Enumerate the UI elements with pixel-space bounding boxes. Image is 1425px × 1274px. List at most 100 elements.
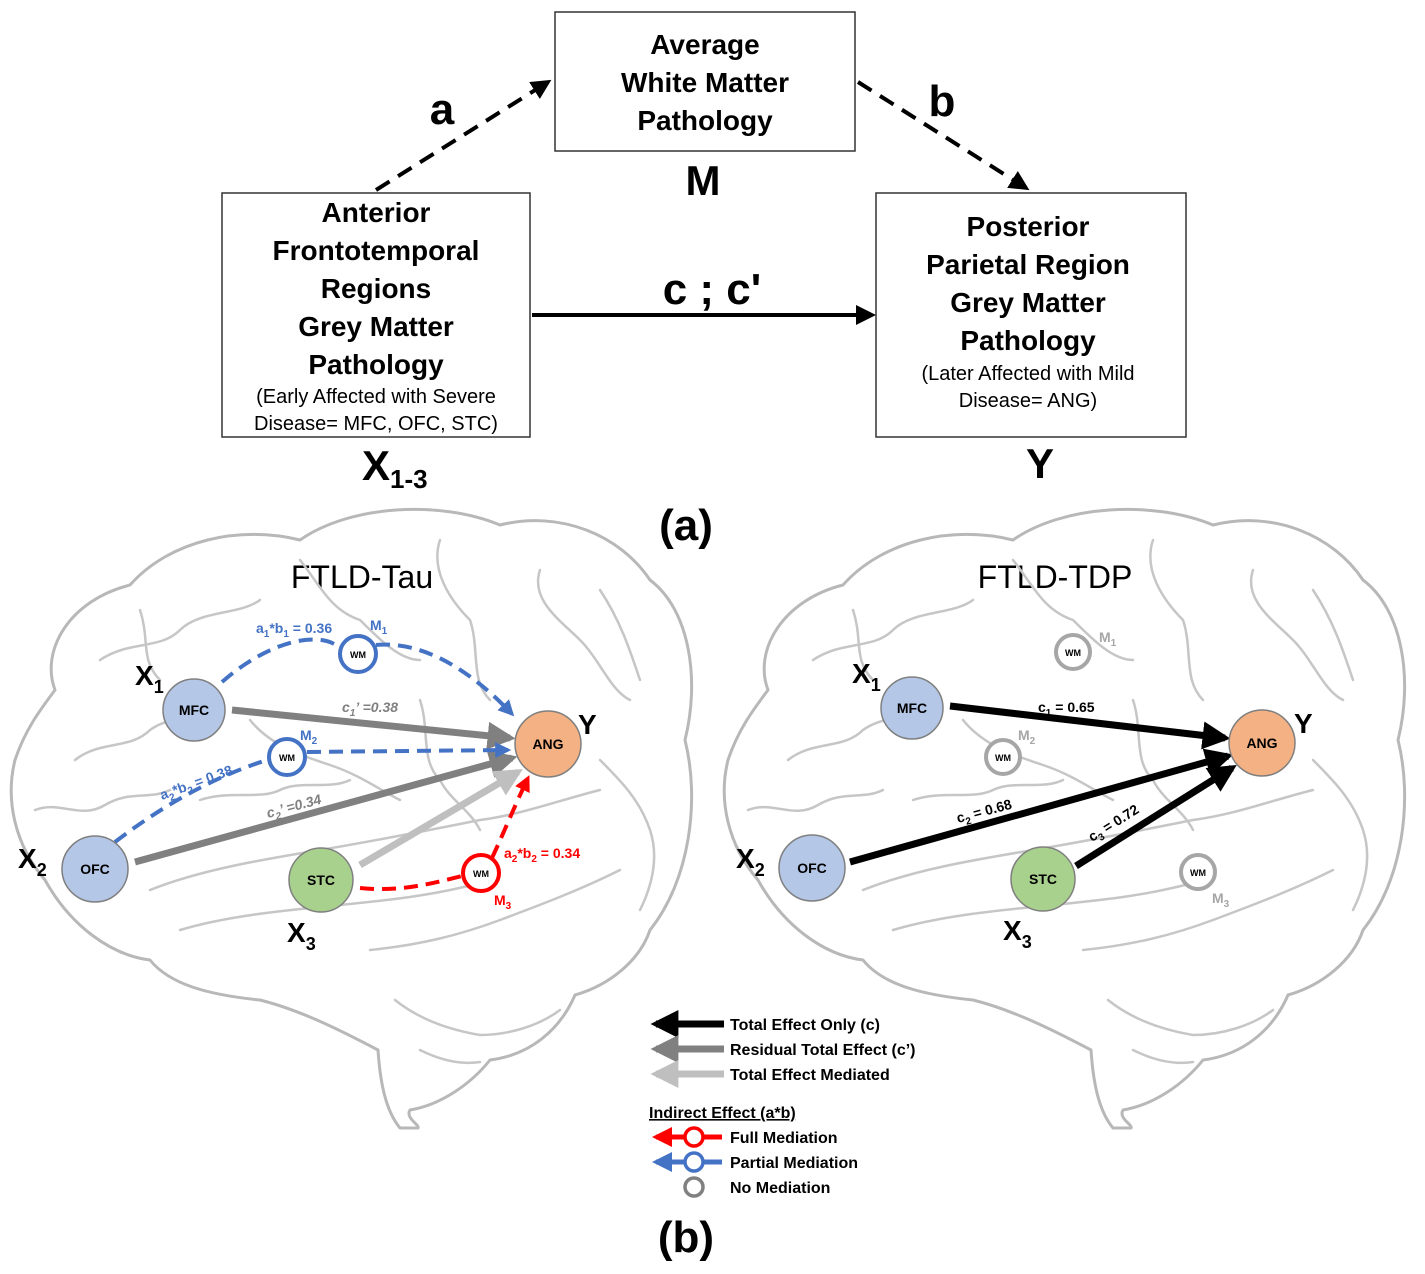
legend-total-only: Total Effect Only (c) bbox=[650, 1010, 880, 1038]
legend-full-mediation: Full Mediation bbox=[652, 1126, 838, 1148]
tau-b2-arrow bbox=[306, 742, 512, 759]
y-box-line-2: Parietal Region bbox=[926, 249, 1130, 280]
x-box bbox=[221, 192, 531, 438]
mediator-box bbox=[554, 11, 856, 152]
tdp-wm-m3: WM bbox=[1179, 853, 1217, 891]
svg-text:Total Effect Mediated: Total Effect Mediated bbox=[730, 1067, 890, 1084]
legend-no-mediation: No Mediation bbox=[683, 1176, 830, 1198]
y-box-sub-2: Disease= ANG) bbox=[959, 390, 1097, 412]
mediator-line-1: Average bbox=[650, 29, 759, 60]
y-var-label: Y bbox=[1026, 440, 1054, 487]
tdp-brain-outline bbox=[722, 507, 1407, 1130]
tdp-wm-m2: WM bbox=[984, 738, 1022, 776]
path-a-label: a bbox=[430, 85, 455, 134]
x-box-line-2: Frontotemporal bbox=[273, 235, 480, 266]
svg-text:ANG: ANG bbox=[532, 736, 563, 752]
path-b-arrow bbox=[856, 80, 1030, 191]
tdp-c2-arrow bbox=[849, 748, 1234, 866]
tau-a1-path bbox=[220, 637, 342, 684]
tdp-x3-label: X3 bbox=[1003, 915, 1032, 952]
x-box-line-3: Regions bbox=[321, 273, 431, 304]
tau-m1-label: M1 bbox=[370, 617, 388, 637]
tau-ab3-label: a2*b2 = 0.34 bbox=[504, 845, 580, 865]
tau-panel: FTLD-Tau WM WM WM M1 M2 M3 a1*b1 = bbox=[9, 507, 694, 1130]
path-c-label: c ; c' bbox=[663, 265, 762, 314]
mediator-line-3: Pathology bbox=[637, 105, 773, 136]
tau-a3-path bbox=[359, 874, 463, 892]
legend: Total Effect Only (c) Residual Total Eff… bbox=[649, 1010, 916, 1198]
tdp-c1-label: c1 = 0.65 bbox=[1038, 699, 1095, 719]
svg-text:WM: WM bbox=[350, 650, 366, 660]
tau-y-label: Y bbox=[578, 709, 597, 740]
tdp-x2-label: X2 bbox=[736, 843, 765, 880]
x-box-line-5: Pathology bbox=[308, 349, 444, 380]
legend-partial-mediation: Partial Mediation bbox=[652, 1151, 858, 1173]
tau-title: FTLD-Tau bbox=[291, 559, 433, 595]
tdp-m3-label: M3 bbox=[1212, 890, 1230, 910]
x-box-line-4: Grey Matter bbox=[298, 311, 454, 342]
tau-x2-label: X2 bbox=[18, 843, 47, 880]
tau-brain-outline bbox=[9, 507, 694, 1130]
tau-wm-m2: WM bbox=[267, 737, 307, 777]
tdp-c3-arrow bbox=[1074, 765, 1237, 869]
mediator-var-label: M bbox=[686, 157, 721, 204]
tdp-panel: FTLD-TDP WM WM WM M1 M2 M3 c1 = 0.65 c2 … bbox=[722, 507, 1407, 1130]
y-box bbox=[875, 192, 1187, 438]
legend-residual: Residual Total Effect (c’) bbox=[650, 1035, 916, 1063]
tau-a2-path bbox=[113, 758, 268, 844]
svg-text:Partial Mediation: Partial Mediation bbox=[730, 1155, 858, 1172]
svg-text:OFC: OFC bbox=[797, 860, 827, 876]
panel-a: Average White Matter Pathology M Anterio… bbox=[221, 11, 1187, 550]
tdp-m2-label: M2 bbox=[1018, 727, 1036, 747]
svg-text:Residual Total Effect (c’): Residual Total Effect (c’) bbox=[730, 1042, 916, 1059]
svg-text:Full Mediation: Full Mediation bbox=[730, 1130, 838, 1147]
tdp-title: FTLD-TDP bbox=[978, 559, 1133, 595]
tau-m2-label: M2 bbox=[300, 727, 318, 747]
mediator-line-2: White Matter bbox=[621, 67, 789, 98]
svg-text:OFC: OFC bbox=[80, 861, 110, 877]
panel-a-label: (a) bbox=[659, 501, 713, 550]
tau-node-ofc: OFC bbox=[61, 835, 129, 903]
y-box-line-1: Posterior bbox=[967, 211, 1090, 242]
tdp-wm-m1: WM bbox=[1054, 633, 1092, 671]
tau-b1-arrow bbox=[375, 642, 515, 717]
tau-ab2-label: a2*b2 = 0.38 bbox=[158, 762, 237, 807]
tdp-node-ang: ANG bbox=[1228, 709, 1296, 777]
panel-b-label: (b) bbox=[658, 1213, 714, 1262]
tdp-x1-label: X1 bbox=[852, 658, 881, 695]
svg-text:No Mediation: No Mediation bbox=[730, 1180, 830, 1197]
svg-text:STC: STC bbox=[1029, 871, 1057, 887]
tau-wm-m3: WM bbox=[461, 853, 501, 893]
path-a-arrow bbox=[374, 79, 552, 192]
tau-x1-label: X1 bbox=[135, 660, 164, 697]
svg-text:ANG: ANG bbox=[1246, 735, 1277, 751]
svg-text:WM: WM bbox=[279, 753, 295, 763]
svg-text:MFC: MFC bbox=[897, 700, 927, 716]
tdp-node-mfc: MFC bbox=[880, 676, 944, 740]
svg-text:WM: WM bbox=[995, 753, 1011, 763]
svg-text:MFC: MFC bbox=[179, 702, 209, 718]
x-box-sub-2: Disease= MFC, OFC, STC) bbox=[254, 413, 498, 435]
tau-c1p-label: c1’ =0.38 bbox=[342, 699, 398, 719]
tau-node-ang: ANG bbox=[514, 710, 582, 778]
x-box-line-1: Anterior bbox=[322, 197, 431, 228]
svg-text:WM: WM bbox=[473, 869, 489, 879]
tau-b3-arrow bbox=[490, 775, 530, 859]
legend-mediated: Total Effect Mediated bbox=[650, 1060, 890, 1088]
tau-m3-label: M3 bbox=[494, 892, 512, 912]
tdp-y-label: Y bbox=[1294, 708, 1313, 739]
legend-indirect-title: Indirect Effect (a*b) bbox=[649, 1105, 796, 1122]
svg-text:STC: STC bbox=[307, 872, 335, 888]
tdp-c1-arrow bbox=[949, 702, 1231, 750]
path-b-label: b bbox=[929, 77, 956, 126]
svg-text:WM: WM bbox=[1190, 868, 1206, 878]
tau-x3-label: X3 bbox=[287, 917, 316, 954]
tau-wm-m1: WM bbox=[338, 634, 378, 674]
tdp-node-ofc: OFC bbox=[778, 834, 846, 902]
tau-c3-arrow bbox=[358, 768, 523, 869]
x-var-label: X1-3 bbox=[362, 442, 428, 494]
tau-ab1-label: a1*b1 = 0.36 bbox=[256, 620, 332, 640]
y-box-line-4: Pathology bbox=[960, 325, 1096, 356]
tau-node-mfc: MFC bbox=[162, 678, 226, 742]
